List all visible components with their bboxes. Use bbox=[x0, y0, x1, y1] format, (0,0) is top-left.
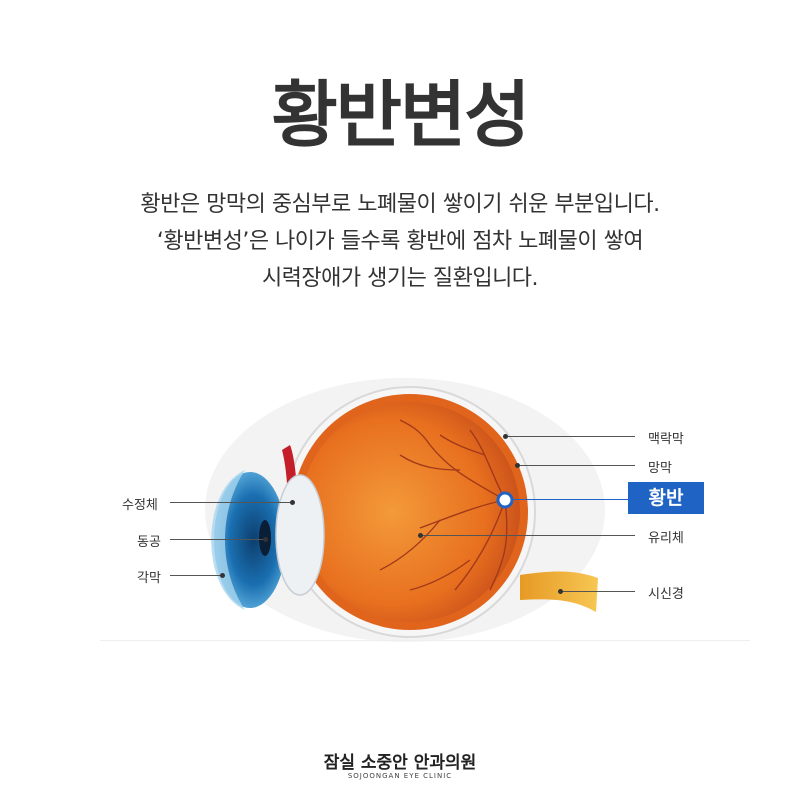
leader-vitreous bbox=[420, 535, 635, 536]
leader-macula bbox=[512, 499, 628, 500]
label-lens: 수정체 bbox=[122, 498, 158, 513]
description-line-2: ‘황반변성’은 나이가 들수록 황반에 점차 노폐물이 쌓여 bbox=[156, 229, 644, 254]
label-cornea: 각막 bbox=[137, 571, 161, 586]
eyeball-interior bbox=[300, 402, 520, 622]
dot-vitreous bbox=[418, 533, 423, 538]
label-optic-nerve: 시신경 bbox=[648, 587, 684, 602]
macula-badge: 황반 bbox=[628, 482, 704, 514]
leader-lens bbox=[170, 502, 292, 503]
leader-choroid bbox=[505, 436, 635, 437]
iris bbox=[214, 472, 286, 608]
blood-vessels bbox=[379, 419, 508, 591]
label-pupil: 동공 bbox=[137, 535, 161, 550]
clinic-name-en: SOJOONGAN EYE CLINIC bbox=[347, 772, 453, 780]
dot-optic-nerve bbox=[558, 589, 563, 594]
baseline bbox=[100, 640, 750, 641]
lens bbox=[275, 474, 325, 596]
dot-pupil bbox=[263, 537, 268, 542]
dot-retina bbox=[515, 463, 520, 468]
leader-pupil bbox=[170, 539, 265, 540]
leader-cornea bbox=[170, 575, 222, 576]
dot-lens bbox=[290, 500, 295, 505]
clinic-name: 잠실 소중안 안과의원 bbox=[323, 753, 477, 773]
description: 황반은 망막의 중심부로 노폐물이 쌓이기 쉬운 부분입니다. ‘황반변성’은 … bbox=[0, 186, 800, 297]
page-title: 황반변성 bbox=[271, 73, 531, 157]
description-line-3: 시력장애가 생기는 질환입니다. bbox=[261, 266, 539, 291]
leader-retina bbox=[517, 465, 635, 466]
label-retina: 망막 bbox=[648, 461, 672, 476]
label-choroid: 맥락막 bbox=[648, 432, 684, 447]
dot-choroid bbox=[503, 434, 508, 439]
description-line-1: 황반은 망막의 중심부로 노폐물이 쌓이기 쉬운 부분입니다. bbox=[140, 192, 660, 217]
macula-point bbox=[496, 491, 514, 509]
dot-cornea bbox=[220, 573, 225, 578]
leader-optic-nerve bbox=[560, 591, 635, 592]
label-vitreous: 유리체 bbox=[648, 531, 684, 546]
